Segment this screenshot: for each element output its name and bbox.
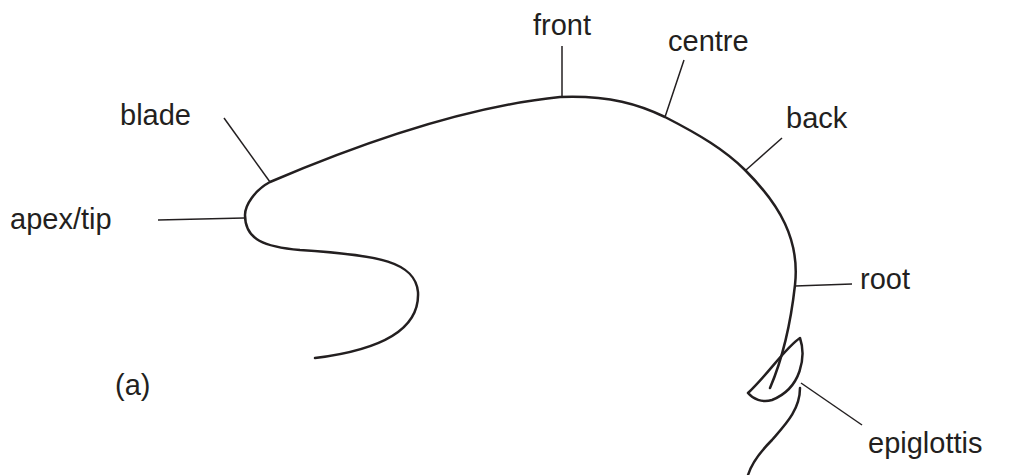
part-name: blade (120, 100, 191, 132)
pharynx-wall (748, 388, 800, 475)
leader-line (801, 383, 862, 425)
part-name: root (860, 264, 910, 296)
leader-line (158, 218, 244, 220)
leader-line (561, 46, 563, 97)
tongue-outline (245, 97, 796, 388)
leader-line (224, 118, 270, 182)
part-name: front (533, 10, 591, 42)
leader-line (665, 60, 684, 117)
part-name: apex/tip (10, 204, 112, 236)
epiglottis-outline (748, 338, 802, 401)
part-name: back (786, 103, 847, 135)
part-name: centre (668, 26, 749, 58)
figure-label: (a) (115, 370, 150, 402)
leader-line (795, 284, 852, 286)
leader-line (746, 138, 782, 170)
part-name: epiglottis (868, 428, 982, 460)
